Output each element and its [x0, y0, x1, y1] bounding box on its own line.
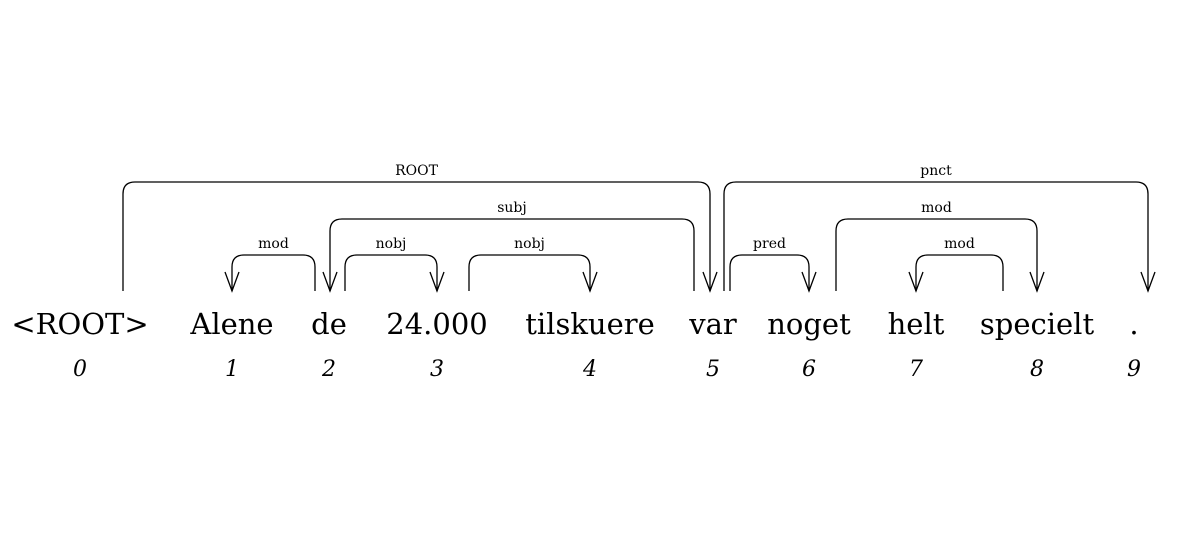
arrowhead-icon	[702, 271, 718, 293]
token-index-2: 2	[321, 357, 336, 382]
arc-label: mod	[258, 236, 289, 252]
token-index-3: 3	[430, 357, 444, 382]
dependency-arc-pnct	[723, 181, 1149, 291]
tokens-layer: <ROOT> Alene de 24.000 tilskuere var nog…	[11, 307, 1141, 382]
token-2: de	[311, 307, 347, 341]
token-index-5: 5	[706, 357, 720, 382]
token-index-0: 0	[73, 357, 87, 382]
token-9: .	[1129, 307, 1138, 341]
token-0: <ROOT>	[11, 307, 148, 341]
token-index-8: 8	[1030, 357, 1044, 382]
dependency-arc-mod	[231, 254, 316, 291]
dependency-arc-subj	[329, 218, 695, 291]
token-index-9: 9	[1127, 357, 1141, 382]
arrowhead-icon	[224, 271, 240, 293]
arrowhead-icon	[1140, 271, 1156, 293]
token-1: Alene	[189, 307, 273, 341]
dependency-arc-ROOT	[122, 181, 711, 291]
dependency-arc-nobj	[344, 254, 438, 291]
arcs-layer: ROOT pnct subj mod mod nobj nobj pred mod	[122, 163, 1156, 293]
token-6: noget	[767, 307, 851, 341]
token-5: var	[688, 307, 737, 341]
arrowhead-icon	[322, 271, 338, 293]
token-3: 24.000	[386, 307, 487, 341]
arc-label: pred	[753, 236, 786, 252]
arrowhead-icon	[801, 271, 817, 293]
token-index-6: 6	[802, 357, 816, 382]
token-index-7: 7	[909, 357, 923, 382]
dependency-arc-pred	[729, 254, 810, 291]
arc-label: subj	[497, 200, 527, 216]
dependency-arc-mod	[835, 218, 1038, 291]
arc-label: nobj	[514, 236, 545, 252]
token-8: specielt	[980, 307, 1095, 341]
arrowhead-icon	[429, 271, 445, 293]
arrowhead-icon	[582, 271, 598, 293]
arrowhead-icon	[908, 271, 924, 293]
token-4: tilskuere	[525, 307, 655, 341]
arc-label: ROOT	[395, 163, 438, 179]
arc-label: mod	[921, 200, 952, 216]
token-7: helt	[888, 307, 945, 341]
dependency-arc-nobj	[468, 254, 591, 291]
token-index-4: 4	[582, 357, 597, 382]
arrowhead-icon	[1029, 271, 1045, 293]
arc-label: nobj	[376, 236, 407, 252]
arc-label: pnct	[920, 163, 952, 179]
dependency-arc-mod	[915, 254, 1004, 291]
token-index-1: 1	[225, 357, 239, 382]
arc-label: mod	[944, 236, 975, 252]
